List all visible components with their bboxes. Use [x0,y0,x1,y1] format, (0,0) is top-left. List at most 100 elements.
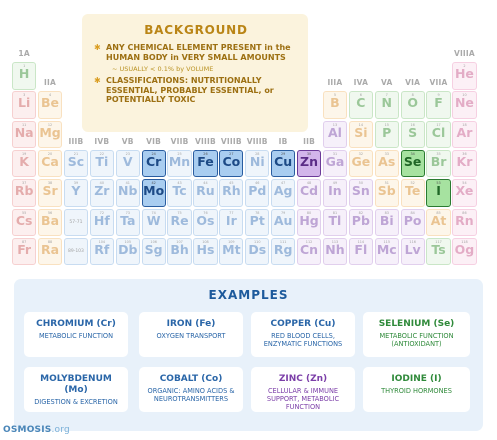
element-symbol: Si [354,124,368,140]
element-symbol: In [328,183,342,199]
example-description: CELLULAR & IMMUNE SUPPORT, METABOLIC FUN… [266,387,340,411]
element-symbol: Hg [299,212,319,228]
element-number: 32 [358,151,363,156]
element-number: 28 [255,151,260,156]
element-symbol: Lv [404,241,421,257]
example-card-selenium: SELENIUM (Se)METABOLIC FUNCTION (ANTIOXI… [363,312,470,357]
example-card-chromium: CHROMIUM (Cr)METABOLIC FUNCTION [24,312,128,357]
element-symbol: Ti [95,153,109,169]
element-symbol: Cu [274,153,293,169]
element-symbol: Mn [168,153,191,169]
element-number: 18 [462,122,467,127]
element-symbol: Ta [120,212,136,228]
element-number: 8 [411,93,414,98]
element-symbol: At [430,212,447,228]
example-description: OXYGEN TRANSPORT [156,332,226,340]
background-item-text: ANY CHEMICAL ELEMENT PRESENT in the HUMA… [106,43,291,62]
element-number: 82 [358,210,363,215]
element-number: 13 [332,122,338,127]
element-symbol: Rn [455,212,474,228]
element-symbol: Zr [94,183,110,199]
element-cell: 89-103 [63,237,89,266]
group-label: 1A [18,49,30,58]
group-label: IVA [353,78,369,88]
example-card-iodine: IODINE (I)THYROID HORMONES [363,367,470,412]
example-description: ORGANIC: AMINO ACIDS & NEUROTRANSMITTERS [147,387,235,403]
element-symbol: Ds [248,241,267,257]
element-number: 36 [462,151,467,156]
element-symbol: Zn [300,153,319,169]
element-number: 117 [435,239,442,244]
example-card-cobalt: COBALT (Co) ORGANIC: AMINO ACIDS & NEUROT… [139,367,243,412]
example-description: METABOLIC FUNCTION (ANTIOXIDANT) [379,332,454,348]
element-symbol: Os [196,212,215,228]
element-number: 54 [462,181,467,186]
element-number: 110 [254,239,261,244]
element-number: 29 [280,151,286,156]
example-title: IRON (Fe) [166,319,216,329]
element-symbol: K [19,153,29,169]
element-number: 114 [357,239,365,244]
group-label: VIIIB [220,136,242,146]
element-symbol: Po [403,212,422,228]
element-number: 55 [21,210,27,215]
element-number: 25 [177,151,182,156]
element-number: 112 [305,239,313,244]
element-number: 86 [462,210,467,215]
element-symbol: Ge [351,153,371,169]
example-card-copper: COPPER (Cu)RED BLOOD CELLS, ENZYMATIC FU… [251,312,355,357]
element-number: 104 [98,239,106,244]
element-number: 38 [47,181,53,186]
element-number: 57-71 [69,219,83,225]
element-symbol: Sc [67,153,85,169]
element-number: 24 [151,151,156,156]
element-symbol: Cl [431,124,446,140]
star-icon: ✱ [94,76,101,85]
background-title: BACKGROUND [144,23,248,37]
element-symbol: Br [430,153,447,169]
element-symbol: Se [403,153,422,169]
element-number: 52 [410,181,415,186]
element-symbol: Nb [118,183,138,199]
element-symbol: H [18,66,30,81]
element-number: 79 [280,210,286,215]
element-symbol: Cd [299,183,319,199]
element-number: 73 [125,210,130,215]
element-symbol: Cs [15,212,33,228]
example-title: COBALT (Co) [159,374,223,384]
element-number: 14 [358,122,363,127]
element-symbol: Hs [196,241,215,257]
element-symbol: V [122,153,133,169]
element-number: 53 [436,181,441,186]
element-number: 16 [410,122,415,127]
element-symbol: Fr [17,241,32,257]
element-number: 44 [203,181,208,186]
group-label: VIA [405,78,421,88]
element-symbol: Hf [93,212,110,228]
